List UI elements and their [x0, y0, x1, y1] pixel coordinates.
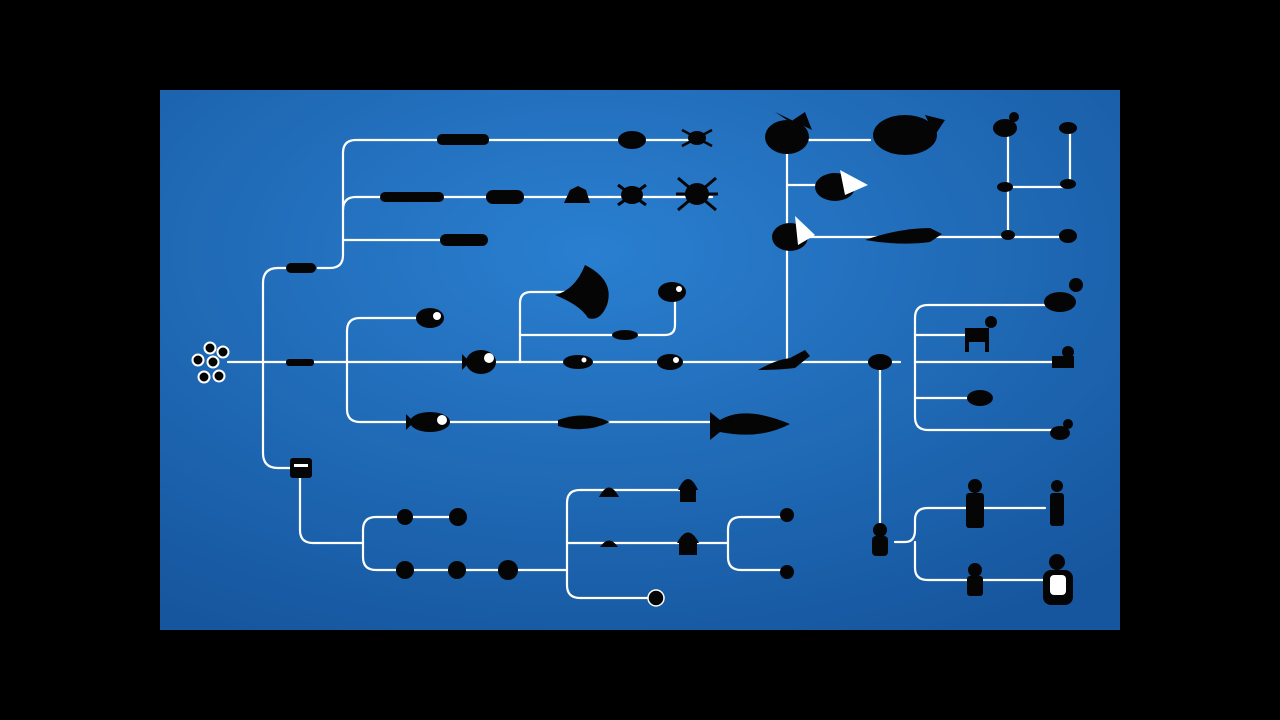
- jellyfish-icon: [678, 479, 698, 502]
- bird-icon: [1060, 179, 1076, 189]
- fish-icon: [657, 354, 683, 370]
- spider-icon: [681, 128, 713, 148]
- dinosaur-icon: [772, 216, 815, 251]
- monkey-icon: [967, 563, 983, 596]
- cat-icon: [1052, 346, 1074, 368]
- trilobite-icon: [618, 131, 646, 149]
- segmented-worm-icon: [437, 134, 489, 145]
- fish-icon: [416, 308, 444, 328]
- fish-icon: [462, 350, 496, 374]
- jellyfish-icon: [780, 565, 794, 579]
- mammal-icon: [868, 354, 892, 370]
- manta-ray-icon: [555, 265, 609, 319]
- fish-icon: [563, 355, 593, 369]
- lizard-icon: [865, 228, 942, 244]
- crab-icon: [617, 183, 647, 207]
- lizard-icon: [758, 350, 810, 370]
- bird-icon: [1059, 122, 1077, 134]
- fish-icon: [406, 412, 450, 432]
- jellyfish-icon: [599, 487, 619, 497]
- rabbit-icon: [1050, 419, 1073, 440]
- bird-icon: [997, 182, 1013, 192]
- millipede-icon: [380, 192, 444, 202]
- fish-icon: [286, 359, 314, 366]
- trilobite-icon: [486, 190, 524, 204]
- blue-panel: [160, 90, 1120, 630]
- triceratops-icon: [873, 115, 945, 155]
- primate-icon: [872, 523, 888, 556]
- sea-urchin-icon: [396, 561, 414, 579]
- spider-icon: [676, 176, 718, 212]
- sea-urchin-icon: [498, 560, 518, 580]
- segmented-worm-icon: [440, 234, 488, 246]
- tree-lines: [226, 123, 1072, 600]
- fish-icon: [612, 330, 638, 340]
- jellyfish-icon: [677, 532, 699, 555]
- bird-icon: [993, 112, 1019, 137]
- fish-icon: [558, 415, 610, 430]
- bird-icon: [1059, 229, 1077, 243]
- sea-urchin-icon: [449, 508, 467, 526]
- rodent-icon: [967, 390, 993, 406]
- worm-icon: [286, 263, 316, 273]
- cells-icon: [191, 341, 230, 384]
- fish-icon: [658, 282, 686, 302]
- horse-icon: [965, 316, 997, 352]
- dinosaur-icon: [765, 112, 812, 154]
- sea-urchin-icon: [448, 561, 466, 579]
- triceratops-icon: [815, 170, 868, 201]
- jellyfish-icon: [600, 540, 618, 547]
- ape-icon: [966, 479, 984, 528]
- trilobite-icon: [564, 186, 590, 203]
- sponge-icon: [290, 458, 312, 478]
- jellyfish-icon: [647, 589, 665, 607]
- sea-urchin-icon: [397, 509, 413, 525]
- camel-icon: [1044, 278, 1083, 312]
- shark-icon: [710, 412, 790, 440]
- jellyfish-icon: [780, 508, 794, 522]
- bird-icon: [1001, 230, 1015, 240]
- gorilla-icon: [1043, 554, 1073, 605]
- human-icon: [1050, 480, 1064, 526]
